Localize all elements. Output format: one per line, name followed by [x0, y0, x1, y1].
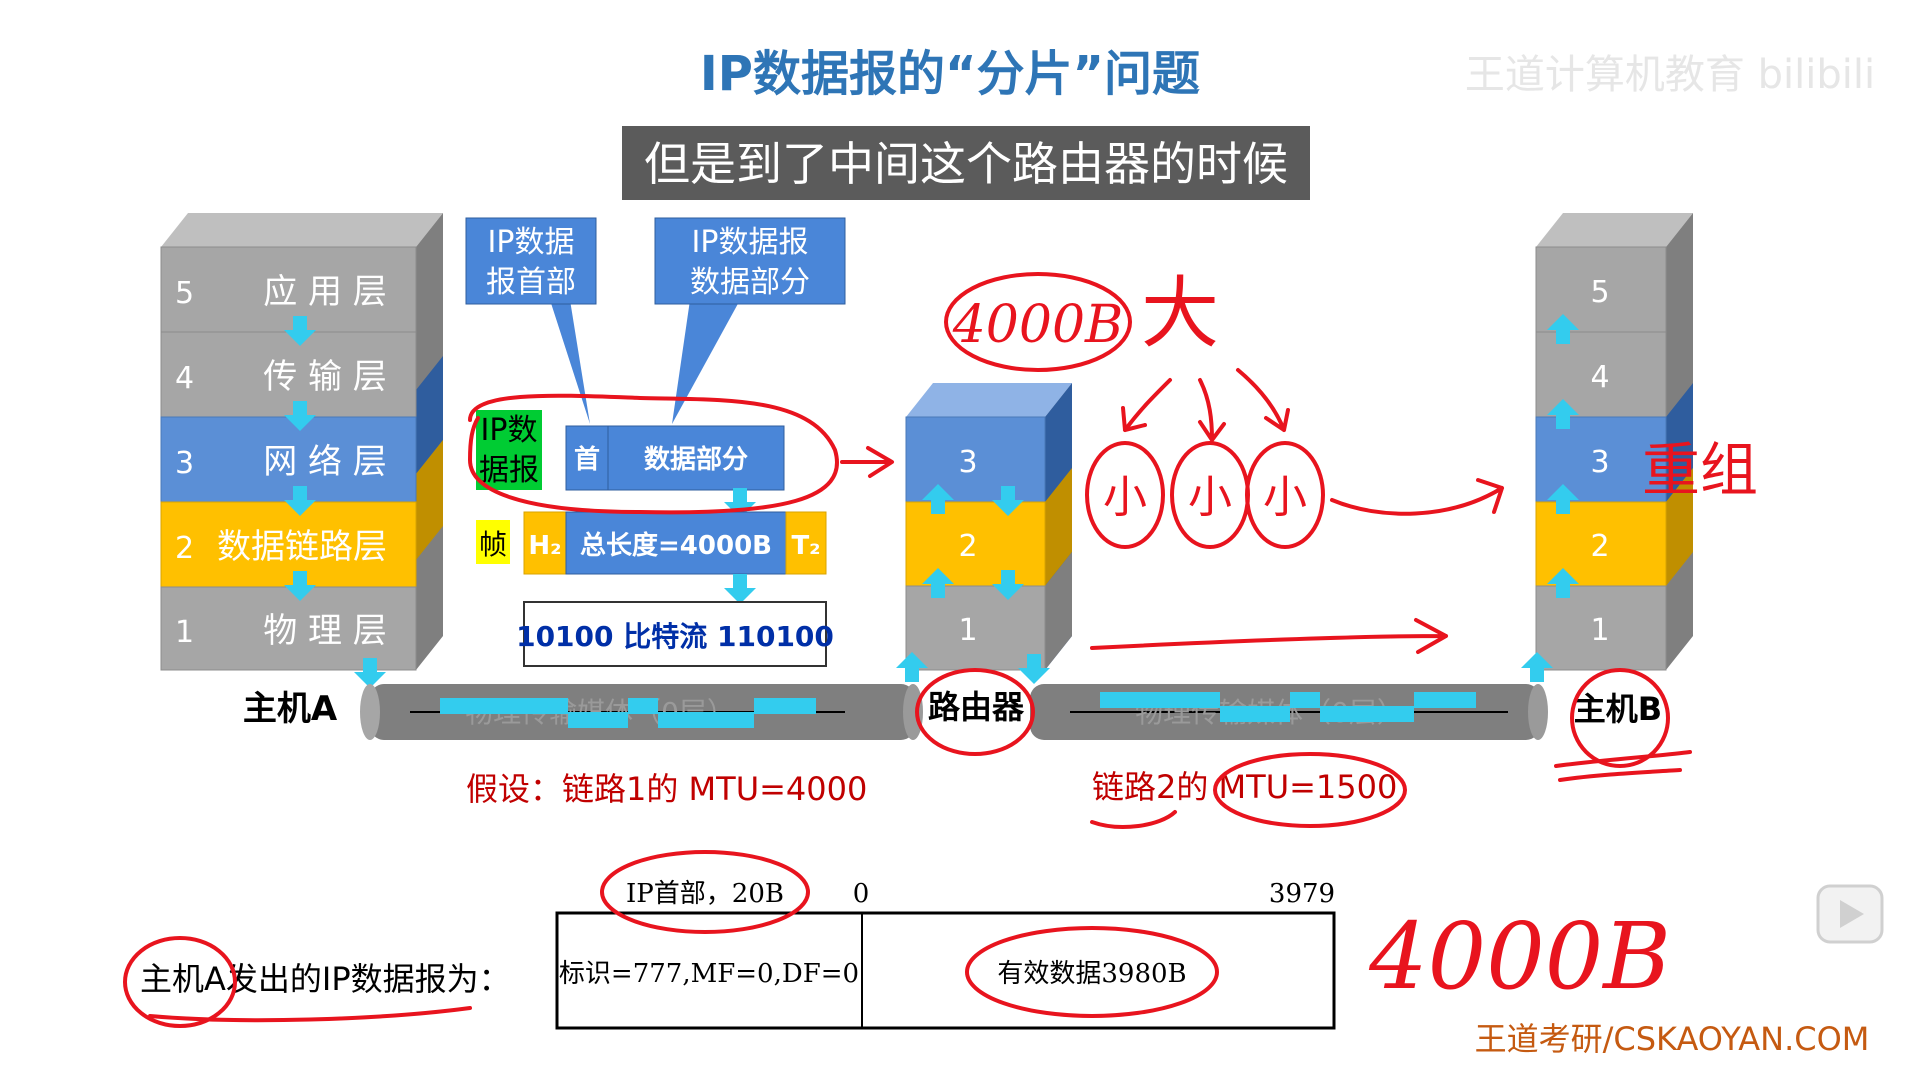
footer-brand: 王道考研/CSKAOYAN.COM	[1475, 1020, 1870, 1058]
ip-tag-line-2: 据报	[479, 453, 539, 488]
router-label: 路由器	[928, 688, 1025, 726]
router-layer-1	[905, 585, 1046, 671]
ip-datagram-diagram: IP数 据报 首 数据部分 帧 H₂ 总长度=4000B T₂ 10100 比特…	[476, 410, 834, 667]
note-reassemble: 重组	[1642, 436, 1758, 504]
page-title: IP数据报的“分片”问题	[700, 46, 1200, 102]
host-a-layer-4-name: 传 输 层	[263, 357, 387, 397]
callout-data: IP数据报 数据部分	[654, 217, 846, 424]
datagram-label: 主机A发出的IP数据报为：	[140, 960, 511, 998]
medium-link-1: 物理传输媒体（0层）	[360, 684, 923, 740]
frame-body: 总长度=4000B	[580, 530, 772, 561]
caption-box	[622, 126, 1310, 200]
host-a-layer-4-num: 4	[175, 361, 194, 396]
host-b-layer-3	[1535, 416, 1667, 503]
caption-text: 但是到了中间这个路由器的时候	[644, 137, 1288, 191]
ip-head-cell: 首	[574, 444, 600, 475]
router-layer-3-num: 3	[958, 445, 977, 480]
host-a-layer-1-name: 物 理 层	[263, 611, 387, 651]
link-1-mtu: 假设：链路1的 MTU=4000	[466, 770, 867, 808]
header-size-label: IP首部，20B	[626, 879, 784, 909]
note-size-top: 4000B	[952, 295, 1124, 355]
note-big: 大	[1141, 269, 1219, 359]
host-a-layer-5-name: 应 用 层	[263, 272, 387, 312]
host-a-layer-1-num: 1	[175, 615, 194, 650]
note-small-1: 小	[1103, 472, 1147, 523]
ip-data-cell: 数据部分	[644, 445, 748, 475]
host-b-label: 主机B	[1574, 690, 1662, 728]
data-cell: 有效数据3980B	[997, 959, 1186, 989]
note-size-bottom: 4000B	[1368, 903, 1671, 1010]
host-a-layer-5-num: 5	[175, 276, 194, 311]
host-b-layer-4-num: 4	[1590, 360, 1609, 395]
host-a-layer-5	[160, 246, 417, 333]
host-a-layer-4	[160, 331, 417, 418]
host-a-layer-2-num: 2	[175, 531, 194, 566]
router-layer-1-num: 1	[958, 613, 977, 648]
frame-t2: T₂	[791, 531, 820, 561]
router-layer-2-num: 2	[958, 529, 977, 564]
host-a-layer-3	[160, 416, 417, 503]
medium-link-2: 物理传输媒体（0层）	[1030, 684, 1548, 740]
router-layer-2	[905, 501, 1046, 587]
host-a-label: 主机A	[243, 689, 338, 729]
host-a-layer-1	[160, 586, 417, 671]
host-a-stack: 5 应 用 层 4 传 输 层 3 网 络 层 2 数据链路层 1 物 理 层	[160, 213, 443, 688]
callout-header-line-2: 报首部	[486, 265, 576, 300]
bitstream: 10100 比特流 110100	[516, 620, 834, 653]
host-b-layer-1-num: 1	[1590, 613, 1609, 648]
router-stack: 3 2 1	[896, 383, 1072, 684]
callout-data-line-1: IP数据报	[692, 225, 809, 260]
watermark: 王道计算机教育 bilibili	[1465, 52, 1875, 98]
callout-header-line-1: IP数据	[488, 225, 575, 260]
host-b-layer-2-num: 2	[1590, 529, 1609, 564]
host-b-layer-3-num: 3	[1590, 445, 1609, 480]
offset-start: 0	[853, 879, 870, 909]
note-small-3: 小	[1263, 472, 1307, 523]
host-a-layer-2-name: 数据链路层	[217, 527, 387, 567]
host-a-layer-2	[160, 501, 417, 588]
host-b-layer-2	[1535, 501, 1667, 587]
host-b-layer-4	[1535, 331, 1667, 418]
callout-data-line-2: 数据部分	[690, 265, 810, 300]
host-b-layer-1	[1535, 585, 1667, 671]
host-a-layer-3-name: 网 络 层	[263, 442, 387, 482]
host-b-layer-5-num: 5	[1590, 275, 1609, 310]
host-a-layer-3-num: 3	[175, 446, 194, 481]
ip-tag-line-1: IP数	[481, 413, 538, 448]
link-2-mtu: 链路2的 MTU=1500	[1092, 768, 1397, 806]
header-cell: 标识=777,MF=0,DF=0	[559, 959, 859, 989]
host-b-layer-5	[1535, 246, 1667, 333]
frame-tag: 帧	[479, 528, 507, 561]
play-icon[interactable]	[1816, 884, 1884, 944]
callout-header: IP数据 报首部	[465, 217, 597, 424]
note-small-2: 小	[1188, 472, 1232, 523]
down-arrow-icon	[724, 574, 756, 604]
handwritten-annotations: 4000B 大 小 小 小 重组 4000B	[123, 269, 1758, 1028]
frame-h2: H₂	[528, 531, 561, 561]
offset-end: 3979	[1269, 879, 1335, 909]
host-b-stack: 5 4 3 2 1	[1521, 213, 1693, 682]
